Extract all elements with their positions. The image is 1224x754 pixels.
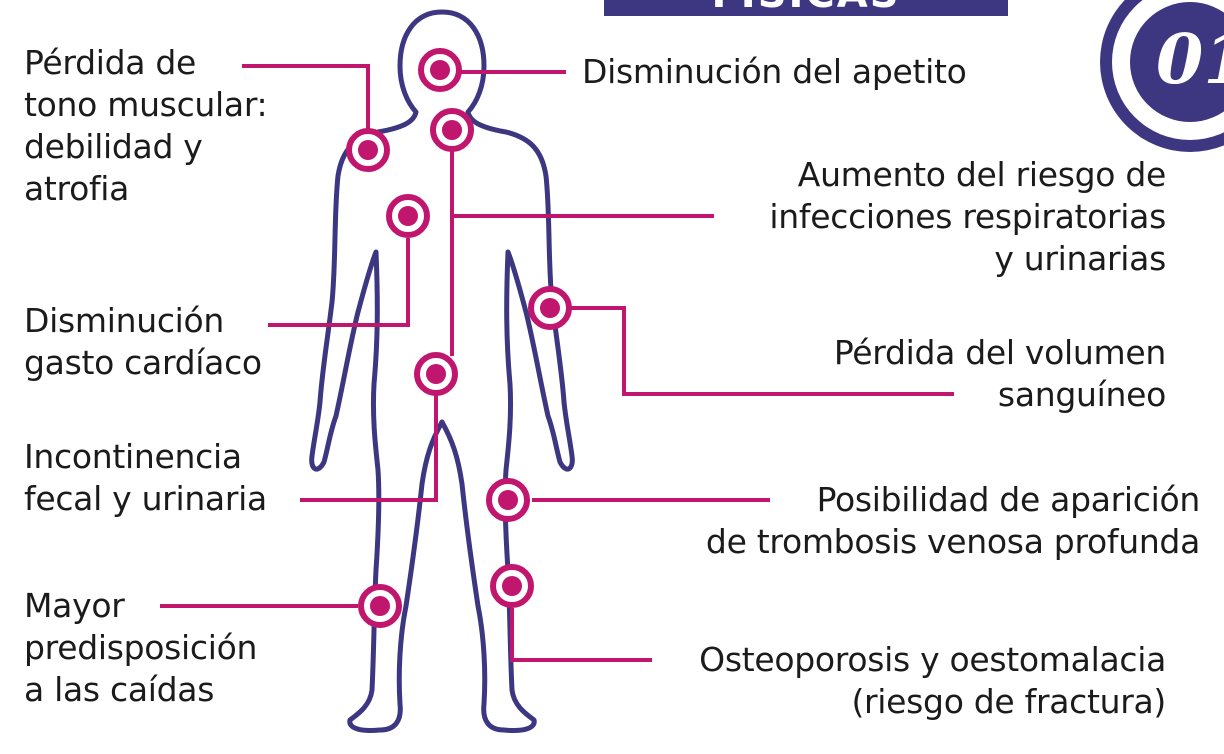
marker-knee (486, 478, 530, 522)
marker-upper-chest-dot (442, 120, 462, 140)
marker-pelvis (414, 352, 458, 396)
number-badge-text: 01 (1156, 20, 1224, 100)
connector-osteoporosis (510, 608, 652, 662)
label-osteoporosis: Osteoporosis y oestomalacia (riesgo de f… (699, 640, 1166, 721)
marker-shoulder (346, 128, 390, 172)
marker-group (346, 48, 572, 628)
body-outline-left-half (309, 9, 445, 733)
label-fall-predisposition: Mayor predisposición a las caídas (24, 586, 258, 709)
label-thrombosis-risk: Posibilidad de aparición de trombosis ve… (705, 480, 1200, 561)
label-blood-volume-loss: Pérdida del volumen sanguíneo (833, 333, 1166, 414)
marker-knee-dot (498, 490, 518, 510)
connector-cardiac (268, 238, 410, 327)
body-silhouette (309, 9, 575, 733)
connector-blood-volume (570, 306, 954, 396)
label-cardiac-output: Disminución gasto cardíaco (24, 301, 262, 382)
connector-incontinence (300, 392, 438, 502)
body-outline-right-half (439, 9, 575, 733)
marker-shoulder-dot (358, 140, 378, 160)
marker-neck (418, 48, 462, 92)
label-muscle-tone-loss: Pérdida de tono muscular: debilidad y at… (24, 43, 268, 208)
connector-lines (160, 64, 954, 662)
label-incontinence: Incontinencia fecal y urinaria (24, 437, 267, 518)
label-appetite-decrease: Disminución del apetito (582, 52, 967, 91)
connector-muscle (242, 64, 370, 140)
marker-neck-dot (430, 60, 450, 80)
marker-heart-dot (398, 206, 418, 226)
marker-shin (490, 564, 534, 608)
marker-pelvis-dot (426, 364, 446, 384)
marker-right-arm (528, 286, 572, 330)
number-badge: 01 (1100, 0, 1224, 152)
marker-left-thigh (358, 584, 402, 628)
marker-upper-chest (430, 108, 474, 152)
label-infection-risk: Aumento del riesgo de infecciones respir… (769, 155, 1166, 278)
number-badge-ring: 01 (1112, 0, 1224, 140)
category-banner: FÍSICAS (604, 0, 1008, 16)
marker-heart (386, 194, 430, 238)
number-badge-core: 01 (1130, 2, 1224, 122)
marker-left-thigh-dot (370, 596, 390, 616)
marker-right-arm-dot (540, 298, 560, 318)
category-banner-text: FÍSICAS (604, 0, 1008, 14)
marker-shin-dot (502, 576, 522, 596)
